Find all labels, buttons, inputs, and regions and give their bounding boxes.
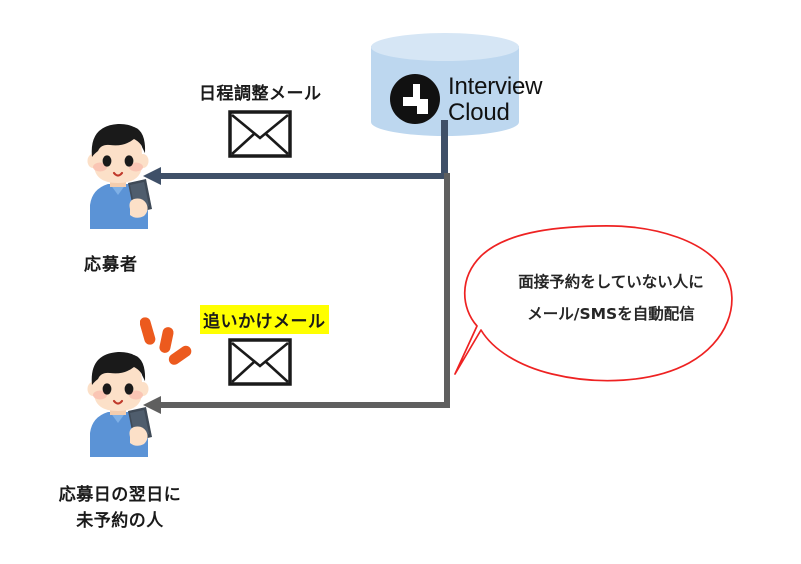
speech-bubble <box>454 225 733 382</box>
interview-cloud-wordmark: Interview Cloud <box>448 74 558 126</box>
person-with-smartphone-icon <box>87 123 152 229</box>
label-followup-mail: 追いかけメール <box>200 305 329 334</box>
wordmark-line-2: Cloud <box>448 99 510 126</box>
speech-bubble-text: 面接予約をしていない人に メール/SMSを自動配信 <box>495 266 727 330</box>
speech-bubble-line-1: 面接予約をしていない人に <box>518 273 704 291</box>
arrowhead-upper <box>143 167 161 185</box>
label-unbooked-person: 応募日の翌日に 未予約の人 <box>45 482 195 534</box>
label-schedule-mail: 日程調整メール <box>199 84 322 104</box>
connector-vertical-lower <box>444 173 450 408</box>
wordmark-line-1: Interview <box>448 73 543 100</box>
connector-horizontal-upper <box>160 173 448 179</box>
connector-horizontal-lower <box>160 402 450 408</box>
speech-bubble-line-2: メール/SMSを自動配信 <box>527 305 695 323</box>
cylinder-top <box>371 33 519 61</box>
label-unbooked-line-2: 未予約の人 <box>76 511 164 531</box>
envelope-icon <box>228 338 292 386</box>
interview-cloud-logo-icon <box>390 74 440 124</box>
connector-vertical-upper <box>441 120 448 178</box>
label-unbooked-line-1: 応募日の翌日に <box>58 485 182 505</box>
alert-marks-icon <box>140 317 192 365</box>
person-with-smartphone-icon <box>87 351 152 457</box>
label-applicant: 応募者 <box>84 255 138 275</box>
envelope-icon <box>228 110 292 158</box>
arrowhead-lower <box>143 396 161 414</box>
